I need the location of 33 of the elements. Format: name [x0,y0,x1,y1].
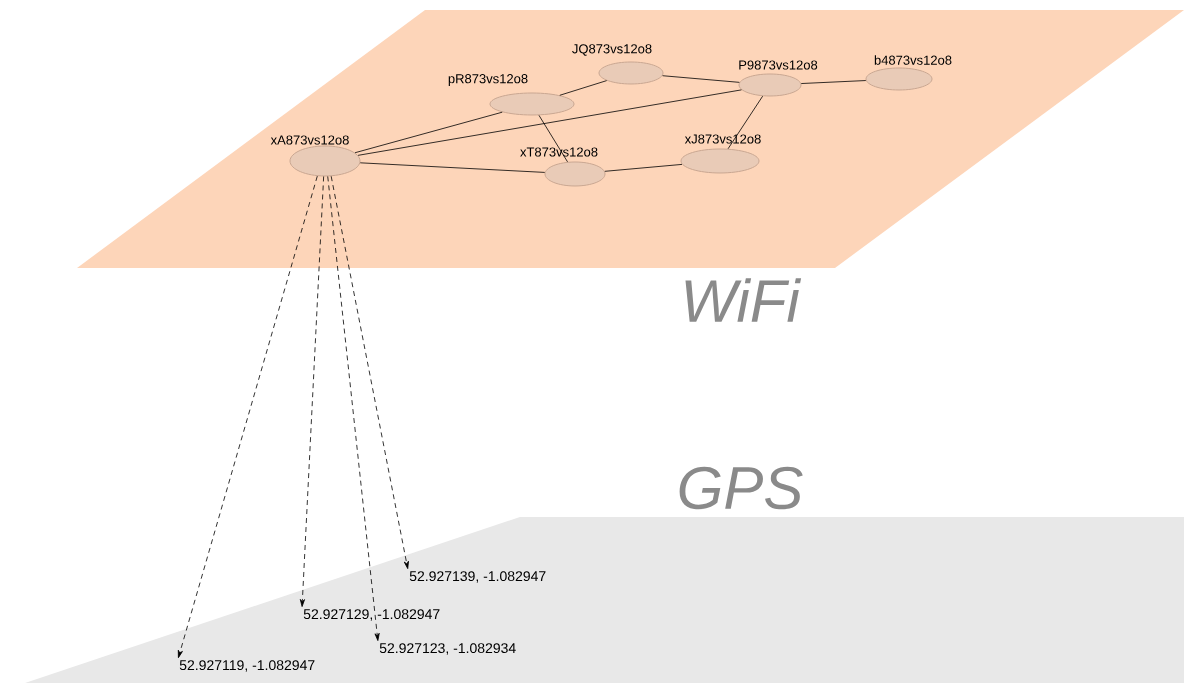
coordinate-label: 52.927119, -1.082947 [179,660,315,672]
connector-line [800,80,867,84]
node-label: GPS [679,466,803,510]
network-node [544,161,606,187]
node-label: xA873vs12o8 [270,135,349,145]
network-node [489,92,575,116]
connector-line [662,75,740,83]
connector-line [727,95,764,150]
node-label: b4873vs12o8 [874,55,952,65]
connector-line [359,162,546,173]
connector-line [604,164,683,172]
connector-line [354,111,503,154]
node-label: xT873vs12o8 [520,147,598,157]
node-label: xJ873vs12o8 [684,134,761,144]
dashed-arrow [299,176,325,607]
node-label: WiFi [685,278,802,322]
dashed-arrow [327,176,380,641]
network-node [680,148,760,174]
connector-line [559,80,608,96]
node-label: P9873vs12o8 [739,60,818,70]
network-node [865,67,933,91]
network-node [598,61,664,85]
coordinate-label: 52.927123, -1.082934 [379,643,516,655]
node-label: pR873vs12o8 [448,74,528,86]
dashed-arrow [330,175,409,569]
network-node [738,73,802,97]
network-node [289,145,361,177]
coordinate-label: 52.927139, -1.082947 [409,571,546,583]
dashed-arrow [177,175,318,659]
node-label: JQ873vs12o8 [572,44,652,56]
coordinate-label: 52.927129, -1.082947 [303,609,440,621]
connector-line [538,114,568,163]
connector-line [357,89,742,156]
